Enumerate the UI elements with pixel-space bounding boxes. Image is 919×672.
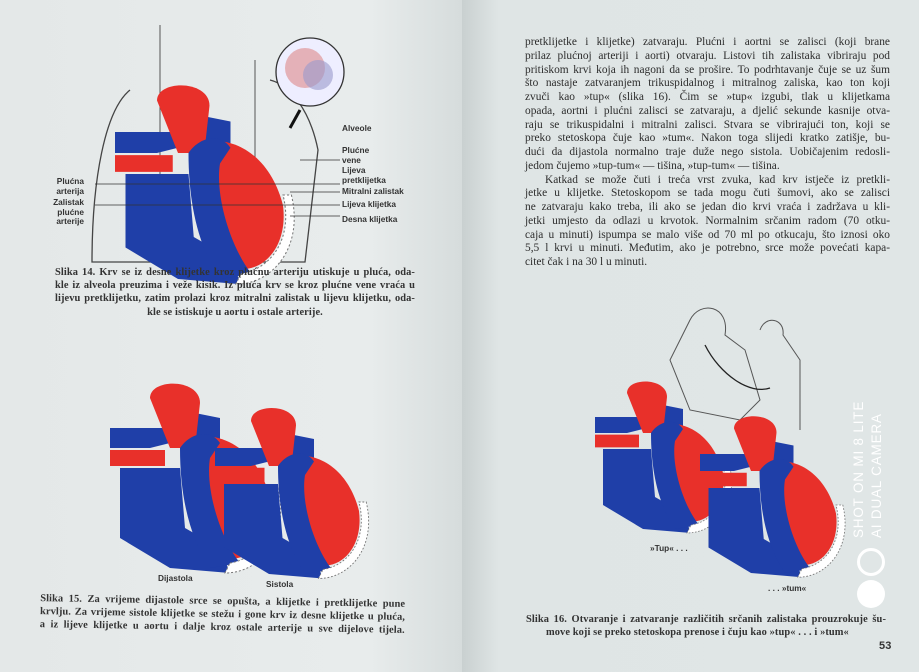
label-lijeva-klijetka: Lijeva klijetka: [342, 199, 396, 209]
text-line: raju se trikuspidalni i mitralni zalisci…: [525, 118, 890, 131]
caption-line: lijevu pretklijetku, zatim prolazi kroz …: [55, 293, 415, 305]
figure-14-diagram: [91, 25, 345, 285]
text-line: Katkad se može čuti i treća vrst zvuka, …: [545, 173, 890, 186]
caption-line: kle se istiskuje u aortu i ostale arteri…: [147, 306, 323, 318]
figure-15-caption: Slika 15. Za vrijeme dijastole srce se o…: [40, 592, 406, 637]
watermark-dot-icon: [857, 580, 885, 608]
label-desna-klijetka: Desna klijetka: [342, 214, 398, 224]
watermark-ring-icon: [857, 548, 885, 576]
text-line: preko stetoskopa čuje kao »tum«. Nakon t…: [525, 132, 890, 145]
caption-line: kle iz alveola preuzima i veže kisik. Iz…: [55, 280, 415, 292]
label-lijeva-pretklijetka: Lijeva pretklijetka: [342, 165, 386, 185]
caption-line: move koji se preko stetoskopa prenose i …: [546, 627, 849, 639]
text-line: pritiskom krvi koja ih nagoni da se proš…: [525, 63, 890, 76]
text-line: ne zatvaraju kako treba, ili ako se jeda…: [525, 201, 890, 213]
label-zalistak-plucne-arterije: Zalistak plućne arterije: [53, 197, 84, 227]
text-line: opada, aortni i plućni zalisci se zatvar…: [525, 104, 890, 117]
text-line: pretklijetke i klijetke) zatvaraju. Pluć…: [525, 36, 890, 48]
label-plucne-vene: Plućne vene: [342, 145, 370, 165]
figure-16-caption: Slika 16. Otvaranje i zatvaranje različi…: [526, 613, 886, 639]
label-plucna-arterija: Plućna arterija: [56, 176, 84, 196]
page-number: 53: [879, 640, 892, 652]
text-line: prilaz plućnoj arteriji i aorti) otvaraj…: [525, 49, 890, 62]
figure-15-diagram: [109, 383, 370, 579]
right-page: [462, 0, 919, 672]
text-line: jetki umjesto da odlazi u krvotok. Norma…: [525, 214, 890, 227]
label-alveole: Alveole: [342, 123, 372, 133]
figure-14-caption: Slika 14. Krv se iz desne klijetke kroz …: [55, 266, 415, 319]
watermark-line-2: AI DUAL CAMERA: [869, 413, 884, 538]
text-line: dući da dijastola normalno traje duže ne…: [525, 146, 890, 158]
text-line: što nastaje zatvaranjem trikuspidalnog i…: [525, 77, 890, 90]
figure-16-diagram: [594, 307, 846, 578]
label-sistola: Sistola: [266, 579, 294, 589]
text-line: jetke u klijetke. Stetoskopom se tada mo…: [525, 187, 890, 200]
caption-line: Slika 14. Krv se iz desne klijetke kroz …: [55, 267, 415, 278]
label-tup: »Tup« . . .: [650, 543, 688, 553]
caption-line: Slika 16. Otvaranje i zatvaranje različi…: [526, 614, 886, 625]
label-tum: . . . »tum«: [768, 583, 807, 593]
text-line: caja u minuti) ispumpa se malo više od 7…: [525, 228, 890, 241]
camera-watermark: SHOT ON MI 8 LITE AI DUAL CAMERA: [847, 378, 884, 548]
text-line: 5,5 l krvi u minuti. Međutim, ako je pot…: [525, 242, 890, 255]
text-line: jedom čujemo »tup-tum« — tišina, »tup-tu…: [525, 159, 780, 172]
text-line: citet čak i na 30 l u minuti.: [525, 256, 648, 268]
watermark-line-1: SHOT ON MI 8 LITE: [851, 400, 866, 538]
label-dijastola: Dijastola: [158, 573, 193, 583]
text-line: zvuči kao »tup« (slika 16). Čim se »tup«…: [525, 91, 890, 103]
body-text: pretklijetke i klijetke) zatvaraju. Pluć…: [525, 36, 890, 270]
label-mitralni-zalistak: Mitralni zalistak: [342, 186, 404, 196]
